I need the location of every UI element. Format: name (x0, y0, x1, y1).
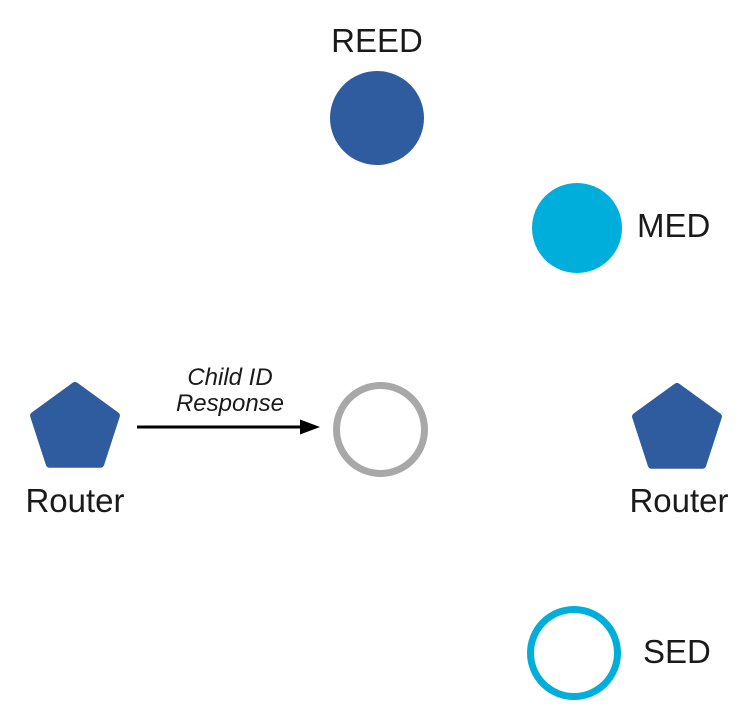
reed-label: REED (331, 22, 423, 59)
arrow-head-icon (300, 419, 320, 435)
child-id-response-arrow (137, 419, 320, 435)
pentagon-shape (30, 382, 120, 468)
reed-node (330, 71, 424, 165)
pentagon-shape (632, 383, 722, 469)
sed-label: SED (643, 633, 711, 670)
child-id-response-label-line2: Response (175, 390, 285, 417)
router-right-node (632, 383, 722, 469)
med-node (532, 183, 622, 273)
sed-node (527, 606, 621, 700)
child-id-response-label-line1: Child ID (187, 364, 273, 391)
router-right-label: Router (629, 482, 729, 519)
router-left-label: Router (25, 482, 125, 519)
child-id-response-label: Child ID Response (150, 365, 310, 417)
joining-device-node (333, 382, 428, 477)
router-left-node (30, 382, 120, 468)
med-label: MED (637, 207, 711, 244)
